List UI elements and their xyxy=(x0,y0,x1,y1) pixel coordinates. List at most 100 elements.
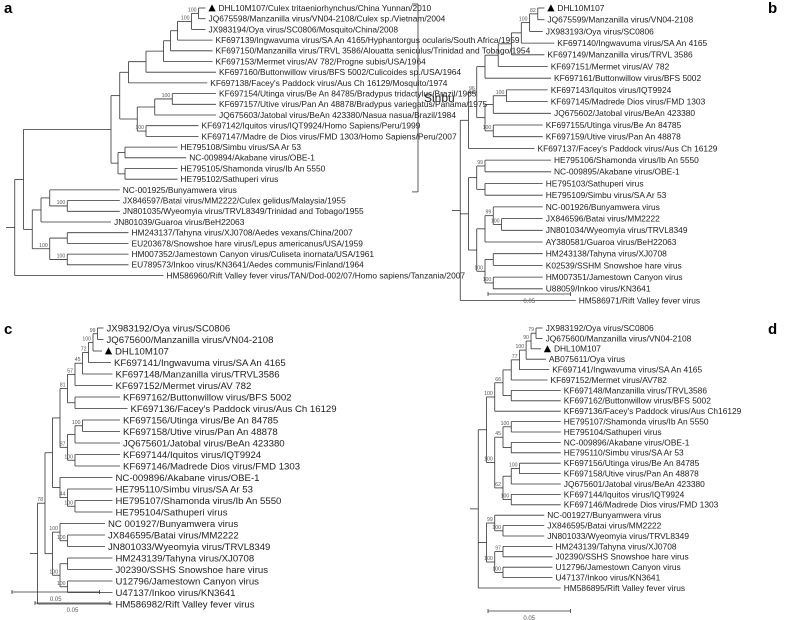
bootstrap-value: 100 xyxy=(519,17,528,23)
scale-bar-label: 0.05 xyxy=(523,616,535,620)
taxon-label: U12796/Jamestown Canyon virus xyxy=(556,562,681,572)
taxon-label: KF697154/Utinga virus/Be An 84785/Bradyp… xyxy=(219,89,477,99)
taxon-label: HM007351/Jamestown Canyon virus xyxy=(546,272,683,282)
taxon-label: KF697140/Ingwavuma virus/SA An 4165 xyxy=(557,38,707,48)
taxon-label: DHL10M107 xyxy=(557,3,604,13)
triangle-marker-icon xyxy=(104,347,113,355)
taxon-label: JQ675602/Jatobal virus/BeAn 423380 xyxy=(554,108,695,118)
bootstrap-value: 100 xyxy=(39,243,48,249)
taxon-label: NC-009896/Akabane virus/OBE-1 xyxy=(116,473,260,484)
bootstrap-value: 100 xyxy=(491,218,500,224)
taxon-label: HM586982/Rift Valley fever virus xyxy=(116,599,255,610)
scale-bar-label: 0.05 xyxy=(67,608,79,614)
taxon-label: KF697161/Buttonwillow virus/BFS 5002 xyxy=(554,73,701,83)
taxon-label: KF697141/Ingwavuma virus/SA An 4165 xyxy=(552,365,702,375)
bootstrap-value: 99 xyxy=(485,210,491,216)
bootstrap-value: 100 xyxy=(509,462,518,468)
taxon-label: JQ675600/Manzanilla virus/VN04-2108 xyxy=(546,333,692,343)
bootstrap-value: 45 xyxy=(75,357,81,363)
taxon-label: KF697158/Utive virus/Pan An 48878 xyxy=(564,469,699,479)
taxon-label: HM243139/Tahyna virus/XJ0708 xyxy=(116,553,255,564)
taxon-label: JQ675600/Manzanilla virus/VN04-2108 xyxy=(107,335,274,346)
taxon-label: HM243139/Tahyna virus/XJ0708 xyxy=(556,541,677,551)
taxon-label: K02539/SSHM Snowshoe hare virus xyxy=(546,260,682,270)
taxon-label: JX983192/Oya virus/SC0806 xyxy=(546,323,654,333)
taxon-label: JX846595/Batai virus/MM2222 xyxy=(108,530,239,541)
taxon-label: KF697145/Madrede Dios virus/FMD 1303 xyxy=(551,97,706,107)
taxon-label: U12796/Jamestown Canyon virus xyxy=(116,576,260,587)
taxon-label: NC-001927/Bunyamwera virus xyxy=(547,510,661,520)
triangle-marker-icon xyxy=(208,4,216,12)
bootstrap-value: 100 xyxy=(484,391,493,397)
taxon-label: HM586960/Rift Valley fever virus/TAN/Dod… xyxy=(167,270,466,280)
taxon-label: AY380581/Guaroa virus/BeH22063 xyxy=(546,237,677,247)
bootstrap-value: 79 xyxy=(528,327,534,333)
bootstrap-value: 100 xyxy=(496,90,505,96)
taxon-label: KF697136/Facey's Paddock virus/Aus Ch 16… xyxy=(131,404,337,415)
taxon-label: JQ675598/Manzanilla virus/VN04-2108/Cule… xyxy=(209,14,446,24)
bootstrap-value: 100 xyxy=(188,7,197,13)
taxon-label: JQ675603/Jatobal virus/BeAn 423380/Nasua… xyxy=(219,110,456,120)
bootstrap-value: 100 xyxy=(57,200,66,206)
taxon-label: JQ675599/Manzanilla virus/VN04-2108 xyxy=(547,15,693,25)
bootstrap-value: 100 xyxy=(49,569,58,575)
taxon-label: JX983193/Oya virus/SC0806 xyxy=(546,26,654,36)
taxon-label: KF697153/Mermet virus/AV 782/Progne subi… xyxy=(216,56,427,66)
bootstrap-value: 100 xyxy=(484,556,493,562)
taxon-label: J02390/SSHS Snowshoe hare virus xyxy=(116,565,269,576)
taxon-label: KF697162/Buttonwillow virus/BFS 5002 xyxy=(123,392,292,403)
taxon-label: HM007352/Jamestown Canyon virus/Culiseta… xyxy=(132,249,375,259)
taxon-label: KF697146/Madrede Dios virus/FMD 1303 xyxy=(123,461,300,472)
taxon-label: KF697147/Madre de Dios virus/FMD 1303/Ho… xyxy=(202,131,457,141)
taxon-label: DHL10M107 xyxy=(115,346,169,357)
bootstrap-value: 87 xyxy=(60,441,66,447)
bootstrap-value: 97 xyxy=(495,546,501,552)
bootstrap-value: 45 xyxy=(495,431,501,437)
taxon-label: HE795108/Simbu virus/SA Ar 53 xyxy=(181,142,302,152)
taxon-label: KF697144/Iquitos virus/IQT9924 xyxy=(123,450,262,461)
bootstrap-value: 100 xyxy=(57,581,66,587)
bootstrap-value: 100 xyxy=(57,253,66,259)
taxon-label: AB075611/Oya virus xyxy=(549,354,625,364)
taxon-label: KF697159/Utive virus/Pan An 48878 xyxy=(546,132,681,142)
bootstrap-value: 99 xyxy=(487,517,493,523)
taxon-label: NC-009896/Akabane virus/OBE-1 xyxy=(564,437,690,447)
bootstrap-value: 57 xyxy=(67,368,73,374)
bootstrap-value: 100 xyxy=(72,420,81,426)
bootstrap-value: 99 xyxy=(90,328,96,334)
panel-letter-a: a xyxy=(4,0,13,17)
bootstrap-value: 96 xyxy=(469,86,475,92)
taxon-label: HE795106/Shamonda virus/Ib An 5550 xyxy=(554,155,699,165)
taxon-label: NC-009895/Akabane virus/OBE-1 xyxy=(554,167,680,177)
taxon-label: JQ675601/Jatobal virus/BeAn 423380 xyxy=(564,479,705,489)
taxon-label: U88059/Inkoo virus/KN3641 xyxy=(546,284,651,294)
taxon-label: JQ675601/Jatobal virus/BeAn 423380 xyxy=(123,438,285,449)
taxon-label: KF697148/Manzanilla virus/TRVL3586 xyxy=(116,369,280,380)
taxon-label: HM243137/Tahyna virus/XJ0708/Aedes vexan… xyxy=(132,228,353,238)
taxon-label: HE795103/Sathuperi virus xyxy=(546,178,644,188)
taxon-label: KF697157/Utive virus/Pan An 48878/Bradyp… xyxy=(219,99,488,109)
bootstrap-value: 100 xyxy=(492,566,501,572)
taxon-label: U47137/Inkoo virus/KN3641 xyxy=(556,573,661,583)
taxon-label: KF697156/Utinga virus/Be An 84785 xyxy=(564,458,700,468)
taxon-label: KF697141/Ingwavuma virus/SA An 4165 xyxy=(114,358,286,369)
taxon-label: KF697162/Buttonwillow virus/BFS 5002 xyxy=(564,396,711,406)
taxon-label: HM243138/Tahyna virus/XJ0708 xyxy=(546,249,667,259)
taxon-label: KF697150/Manzanilla virus/TRVL 3586/Alou… xyxy=(216,46,531,56)
taxon-label: EU789573/Inkoo virus/KN3641/Aedes commun… xyxy=(132,260,365,270)
taxon-label: KF697152/Mermet virus/AV 782 xyxy=(116,381,252,392)
bootstrap-value: 100 xyxy=(82,336,91,342)
taxon-label: KF697139/Ingwavuma virus/SA An 4165/Hyph… xyxy=(216,35,520,45)
taxon-label: NC-009894/Akabane virus/OBE-1 xyxy=(189,153,315,163)
bootstrap-value: 100 xyxy=(162,93,171,99)
taxon-label: KF697142/Iquitos virus/IQT9924/Homo Sapi… xyxy=(202,121,421,131)
panel-letter-b: b xyxy=(768,0,777,17)
taxon-label: JN801033/Wyeomyia virus/TRVL8349 xyxy=(108,542,270,553)
bootstrap-value: 100 xyxy=(57,535,66,541)
bootstrap-value: 100 xyxy=(49,526,58,532)
bootstrap-value: 100 xyxy=(483,125,492,131)
bootstrap-value: 100 xyxy=(483,277,492,283)
taxon-label: HE795107/Shamonda virus/Ib An 5550 xyxy=(564,417,709,427)
bootstrap-value: 100 xyxy=(135,125,144,131)
taxon-label: DHL10M107 xyxy=(554,344,601,354)
